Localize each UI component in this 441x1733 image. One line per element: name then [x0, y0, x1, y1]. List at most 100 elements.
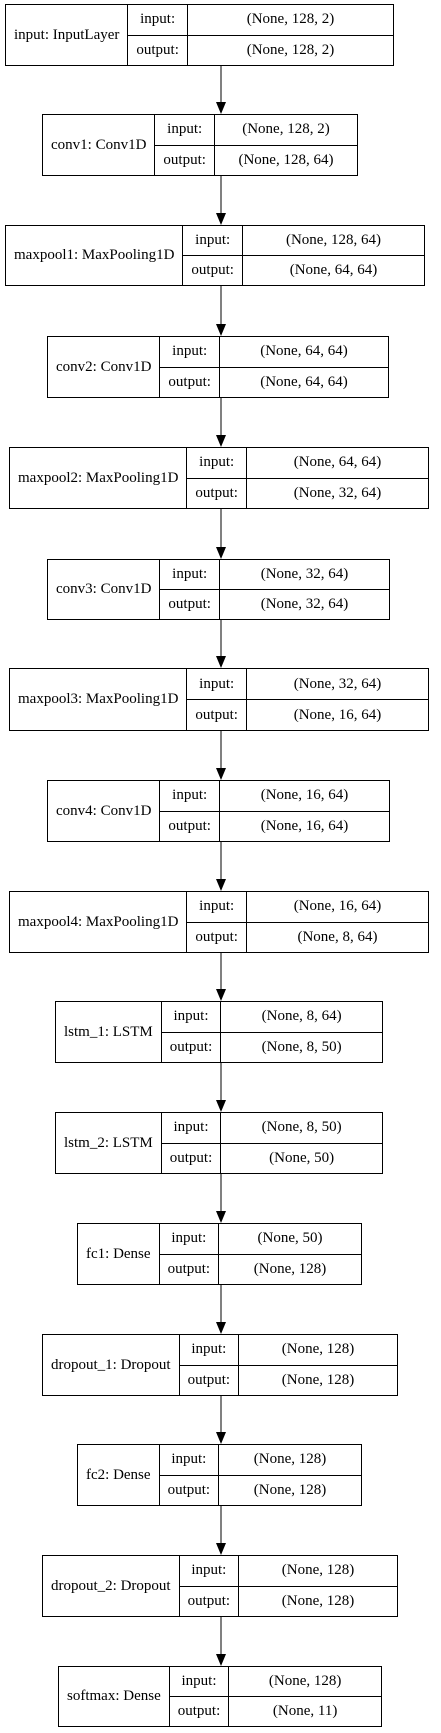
- output-label: output:: [155, 144, 214, 176]
- io-shapes: (None, 64, 64) (None, 32, 64): [246, 448, 428, 509]
- output-label: output:: [160, 366, 219, 398]
- input-label: input:: [171, 1451, 207, 1468]
- layer-name: conv3: Conv1D: [48, 560, 161, 619]
- layer-name: maxpool1: MaxPooling1D: [6, 226, 184, 285]
- output-shape: (None, 32, 64): [219, 589, 389, 619]
- io-shapes: (None, 64, 64)(None, 64, 64): [219, 337, 388, 398]
- output-label: output:: [161, 1031, 221, 1063]
- io-labels: input:output:: [187, 669, 247, 730]
- input-shape: (None, 32, 64): [260, 566, 349, 582]
- output-shape: (None, 32, 64): [246, 477, 428, 509]
- io-labels: input:output:: [128, 5, 188, 65]
- input-shape: (None, 50): [257, 1230, 323, 1247]
- layer-name: dropout_2: Dropout: [43, 1556, 180, 1616]
- arrow-connector: [216, 1396, 226, 1444]
- input-label: input:: [199, 454, 235, 471]
- io-shapes: (None, 128, 2) (None, 128, 2): [187, 5, 393, 66]
- io-shapes: (None, 128)(None, 128): [239, 1335, 397, 1395]
- output-shape: (None, 128): [239, 1364, 397, 1396]
- input-shape: (None, 128, 2): [246, 11, 335, 28]
- arrow-connector: [216, 1285, 226, 1334]
- layer-name: fc1: Dense: [78, 1224, 160, 1284]
- input-label: input:: [195, 232, 231, 248]
- layer-name: lstm_1: LSTM: [56, 1002, 162, 1062]
- arrow-connector: [216, 1617, 226, 1666]
- input-shape: (None, 128, 2): [242, 121, 330, 138]
- input-shape: (None, 8, 64): [261, 1008, 342, 1025]
- layer-name: lstm_2: LSTM: [56, 1113, 162, 1173]
- io-shapes: (None, 16, 64) (None, 8, 64): [246, 892, 428, 953]
- arrow-connector: [216, 731, 226, 780]
- input-shape: (None, 128): [253, 1451, 327, 1468]
- layer-node: dropout_2: Dropout input: output:(None, 12…: [42, 1555, 398, 1617]
- io-shapes: (None, 32, 64) (None, 16, 64): [246, 669, 428, 730]
- output-shape: (None, 128): [219, 1253, 361, 1285]
- io-shapes: (None, 32, 64) (None, 32, 64): [219, 560, 389, 619]
- output-label: output:: [161, 1142, 221, 1174]
- io-labels: input:output:: [160, 337, 220, 397]
- output-shape: (None, 128, 2): [187, 34, 393, 66]
- io-labels: input:output:: [160, 560, 220, 619]
- output-label: output:: [187, 477, 246, 509]
- input-label: input:: [199, 675, 235, 692]
- io-shapes: (None, 128)(None, 11): [229, 1667, 381, 1726]
- output-label: output:: [160, 810, 219, 842]
- output-shape: (None, 64, 64): [219, 366, 388, 398]
- output-shape: (None, 16, 64): [219, 810, 389, 842]
- input-shape: (None, 32, 64): [293, 675, 382, 692]
- input-label: input:: [167, 121, 203, 138]
- output-shape: (None, 16, 64): [246, 699, 428, 730]
- layer-name: input: InputLayer: [6, 5, 129, 65]
- input-label: input:: [173, 1008, 209, 1025]
- layer-name: maxpool2: MaxPooling1D: [10, 448, 188, 508]
- layer-name: dropout_1: Dropout: [43, 1335, 180, 1395]
- output-label: output:: [179, 1585, 239, 1617]
- input-label: input:: [171, 1230, 207, 1247]
- layer-name: maxpool4: MaxPooling1D: [10, 892, 188, 952]
- input-shape: (None, 128, 64): [285, 232, 381, 248]
- io-labels: input:output:: [179, 1335, 240, 1395]
- arrow-connector: [216, 66, 226, 114]
- arrow-connector: [216, 509, 226, 559]
- layer-node: fc1: Dense input: output: (None, 50) (None, …: [77, 1223, 362, 1285]
- output-shape: (None, 8, 64): [246, 921, 428, 953]
- output-label: output:: [159, 1253, 219, 1285]
- input-label: input:: [172, 566, 208, 582]
- arrow-connector: [216, 286, 226, 336]
- input-shape: (None, 128): [268, 1673, 342, 1689]
- arrow-connector: [216, 842, 226, 891]
- arrow-connector: [216, 398, 226, 447]
- layer-name: conv2: Conv1D: [48, 337, 161, 397]
- layer-name: fc2: Dense: [78, 1445, 160, 1505]
- arrow-connector: [216, 1063, 226, 1112]
- input-shape: (None, 64, 64): [293, 454, 382, 471]
- io-labels: input: output:: [155, 115, 215, 175]
- layer-name: conv4: Conv1D: [48, 781, 161, 841]
- output-label: output:: [159, 1474, 219, 1506]
- io-labels: input:output:: [183, 226, 243, 285]
- input-shape: (None, 16, 64): [293, 898, 382, 915]
- io-labels: input:output:: [187, 892, 247, 952]
- io-shapes: (None, 8, 50)(None, 50): [221, 1113, 382, 1173]
- io-labels: input:output:: [161, 1113, 222, 1174]
- io-shapes: (None, 8, 64)(None, 8, 50): [221, 1002, 382, 1062]
- input-shape: (None, 8, 50): [261, 1119, 342, 1136]
- input-label: input:: [191, 1562, 227, 1579]
- input-shape: (None, 16, 64): [260, 787, 349, 804]
- input-label: input:: [199, 898, 235, 915]
- output-shape: (None, 128): [239, 1585, 397, 1617]
- output-shape: (None, 128): [219, 1474, 361, 1506]
- input-label: input:: [191, 1341, 227, 1358]
